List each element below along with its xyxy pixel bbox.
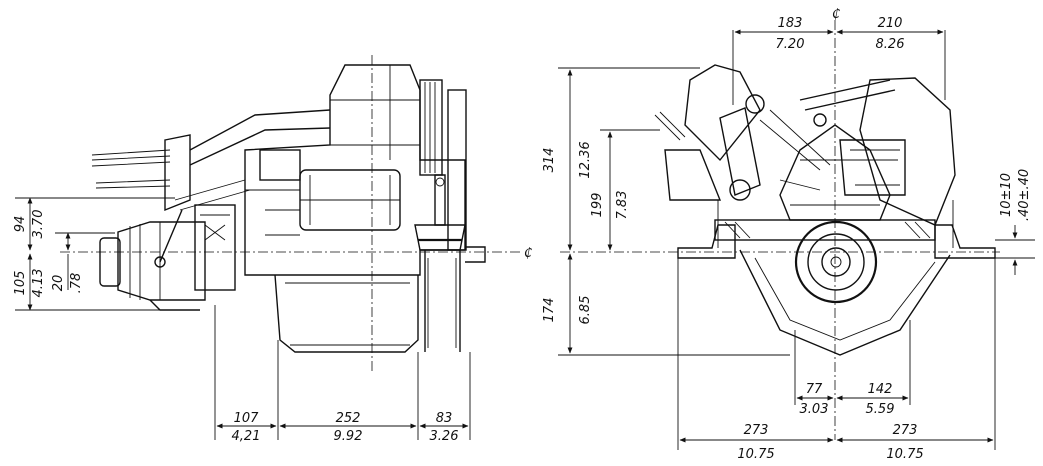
front-dim-273-left-top: 273 [744, 423, 769, 438]
front-dim-10-top: 10±10 [999, 173, 1014, 217]
side-dim-83-top: 83 [436, 411, 453, 426]
front-dim-183-top: 183 [778, 16, 803, 31]
front-dim-273-left-bottom: 10.75 [737, 447, 774, 462]
front-dim-210-bottom: 8.26 [876, 37, 905, 52]
side-centerline-symbol: ₵ [524, 246, 532, 261]
side-dim-107-bottom: 4,21 [232, 429, 261, 444]
side-dim-20-bottom: .78 [69, 273, 84, 294]
front-dim-77-top: 77 [806, 382, 823, 397]
side-dim-105-bottom: 4.13 [31, 269, 46, 298]
side-dim-94-bottom: 3.70 [31, 210, 46, 239]
side-dim-20-top: 20 [51, 275, 66, 292]
front-dim-142-bottom: 5.59 [866, 402, 895, 417]
front-dim-142-top: 142 [868, 382, 893, 397]
front-dim-77-bottom: 3.03 [800, 402, 829, 417]
side-dim-252-top: 252 [336, 411, 361, 426]
side-dim-83-bottom: 3.26 [430, 429, 459, 444]
front-dim-273-right-bottom: 10.75 [886, 447, 923, 462]
front-dim-199-bottom: 7.83 [615, 191, 630, 220]
side-dim-252-bottom: 9.92 [334, 429, 363, 444]
front-dim-273-right-top: 273 [893, 423, 918, 438]
front-view: 183 7.20 210 8.26 ₵ [542, 7, 1035, 462]
side-dim-94-top: 94 [13, 216, 28, 233]
side-dim-107-top: 107 [234, 411, 260, 426]
side-view: 107 4,21 252 9.92 83 3.26 94 3.70 105 4.… [13, 55, 532, 444]
front-dim-183-bottom: 7.20 [776, 37, 805, 52]
front-dim-174-top: 174 [542, 298, 557, 323]
front-centerline-top-symbol: ₵ [832, 7, 840, 22]
front-dim-174-bottom: 6.85 [578, 296, 593, 325]
front-dim-210-top: 210 [878, 16, 903, 31]
front-dim-199-top: 199 [590, 193, 605, 218]
front-dim-10-bottom: .40±.40 [1017, 169, 1032, 221]
side-dim-105-top: 105 [13, 271, 28, 296]
front-dim-314-top: 314 [542, 148, 557, 173]
front-dim-314-bottom: 12.36 [578, 141, 593, 178]
